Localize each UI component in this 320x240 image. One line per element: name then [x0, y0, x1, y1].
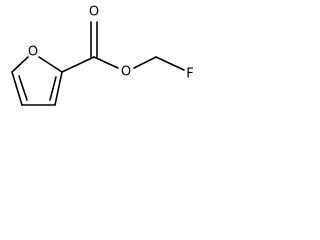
- ester-oxygen-label: O: [121, 65, 131, 80]
- bond-carbonyl-ester-o: [93, 56, 119, 69]
- bond-c2-c3-inner: [49, 76, 57, 101]
- bond-ester-o-ch2: [133, 56, 157, 69]
- bond-c4-c5: [11, 71, 23, 106]
- carbonyl-oxygen-label: O: [89, 5, 99, 20]
- fluorine-label: F: [186, 67, 193, 82]
- bond-c2-carbonyl-c: [61, 56, 95, 73]
- chemical-structure-diagram: O O O F: [0, 0, 214, 122]
- bond-c5-ring-o: [11, 56, 29, 73]
- bond-c2-c3: [54, 71, 63, 106]
- molecule-drawing: O O O F: [11, 5, 194, 106]
- ring-oxygen-label: O: [28, 45, 38, 60]
- bond-c4-c5-inner: [18, 75, 28, 101]
- bond-ring-o-c2: [38, 56, 63, 73]
- bond-ch2-fluorine: [155, 56, 185, 71]
